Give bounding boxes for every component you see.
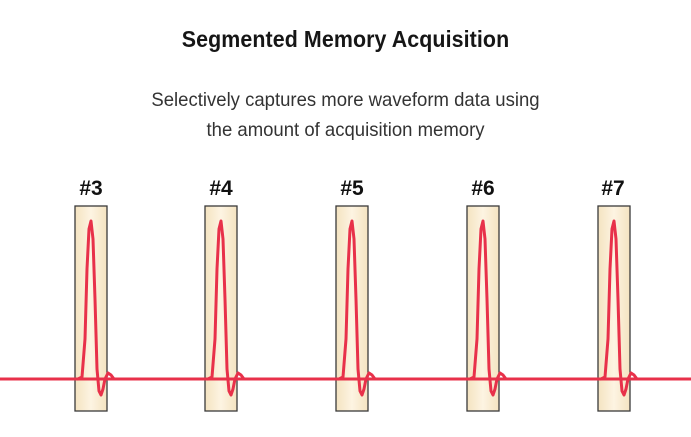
diagram-subtitle: Selectively captures more waveform data … bbox=[17, 85, 673, 145]
segment-label-6: #6 bbox=[471, 177, 495, 200]
pulse-6 bbox=[468, 219, 514, 397]
pulse-7 bbox=[599, 219, 645, 397]
segment-label-3: #3 bbox=[79, 177, 103, 200]
diagram-title: Segmented Memory Acquisition bbox=[181, 26, 510, 52]
segment-label-7: #7 bbox=[601, 177, 625, 200]
pulse-3 bbox=[76, 219, 122, 397]
pulse-4 bbox=[206, 219, 252, 397]
segment-label-4: #4 bbox=[209, 177, 233, 200]
segment-windows bbox=[74, 205, 631, 412]
subtitle-line-1: Selectively captures more waveform data … bbox=[151, 89, 540, 111]
pulse-5 bbox=[337, 219, 383, 397]
subtitle-line-2: the amount of acquisition memory bbox=[206, 119, 485, 141]
waveform-pulses bbox=[76, 219, 645, 397]
segment-label-5: #5 bbox=[340, 177, 364, 200]
